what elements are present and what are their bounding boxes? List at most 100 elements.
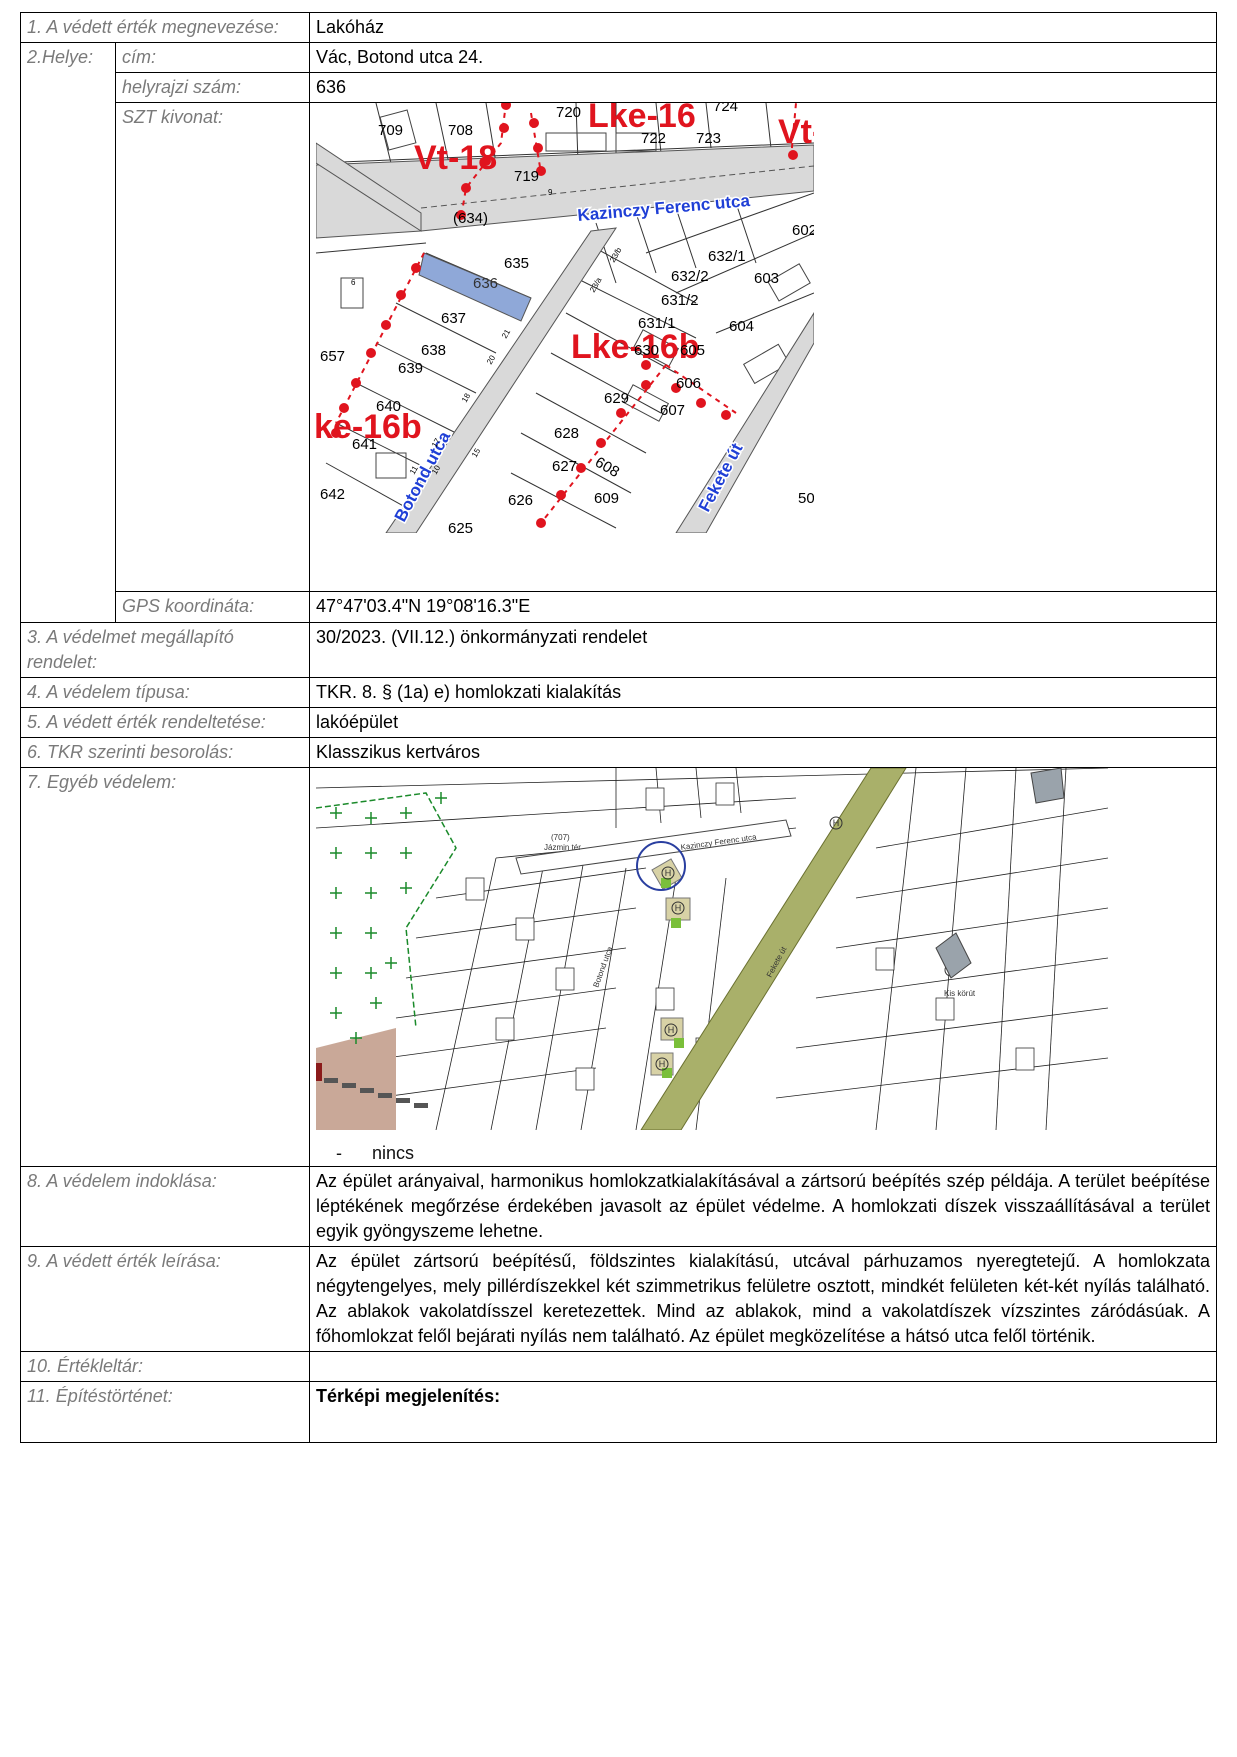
parcel-number: 606 [676,375,701,392]
szt-map-svg: Vt-18 Lke-16 Lke-16b Vt-1 ke-16b Kazincz… [314,97,842,537]
green-cross-mark [330,967,342,979]
map-label: (707) [551,833,570,842]
value-name: Lakóház [309,12,1217,43]
label-classification: 6. TKR szerinti besorolás: [20,737,310,768]
parcel-number: 625 [448,520,473,533]
szt-map-cell: Vt-18 Lke-16 Lke-16b Vt-1 ke-16b Kazincz… [309,97,1217,592]
green-cross-mark [365,887,377,899]
value-history: Térképi megjelenítés: [309,1381,1217,1443]
row-decree: 3. A védelmet megállapító rendelet: 30/2… [20,622,1217,678]
parcel-number: 609 [594,490,619,507]
green-cross-mark [365,967,377,979]
parcel-number: 635 [504,255,529,272]
parcel-number: 719 [514,168,539,185]
h-marker: H [833,818,840,828]
label-gps: GPS koordináta: [115,591,310,623]
parcel-number: 627 [552,458,577,475]
protection-map: H H H H H H H (707) [315,767,1216,1166]
label-parcel-number: helyrajzi szám: [115,72,310,103]
label-location: 2.Helye: [20,42,116,623]
row-purpose: 5. A védett érték rendeltetése: lakóépül… [20,707,1217,738]
parcel-number: 631/2 [661,292,699,309]
value-justification: Az épület arányaival, harmonikus homlokz… [309,1166,1217,1247]
house-number: 6 [351,278,356,287]
parcel-number: 602 [792,222,814,239]
parcel-number: 636 [473,275,498,292]
value-purpose: lakóépület [309,707,1217,738]
parcel-number: 50 [798,490,814,507]
zone-label: Vt-1 [778,113,814,151]
parcel-number: 631/1 [638,315,676,332]
green-cross-mark [370,997,382,1009]
row-other-protection: 7. Egyéb védelem: [20,767,1217,1167]
map-label: Jázmin tér [544,843,581,852]
value-classification: Klasszikus kertváros [309,737,1217,768]
value-description: Az épület zártsorú beépítésű, földszinte… [309,1246,1217,1352]
row-gps: GPS koordináta: 47°47'03.4"N 19°08'16.3"… [21,591,1217,623]
parcel-number: 657 [320,348,345,365]
zone-label: ke-16b [316,408,422,446]
label-other-protection: 7. Egyéb védelem: [20,767,310,1167]
parcel-number: 637 [441,310,466,327]
green-cross-mark [330,847,342,859]
green-cross-mark [400,847,412,859]
parcel-number: 724 [713,103,738,115]
datasheet-table: 1. A védett érték megnevezése: Lakóház 2… [20,12,1217,1443]
label-description: 9. A védett érték leírása: [20,1246,310,1352]
green-cross-mark [365,927,377,939]
row-inventory: 10. Értékleltár: [20,1351,1217,1382]
h-marker: H [659,1059,666,1069]
label-name: 1. A védett érték megnevezése: [20,12,310,43]
parcel-number: 639 [398,360,423,377]
value-inventory [309,1351,1217,1382]
value-protection-type: TKR. 8. § (1a) e) homlokzati kialakítás [309,677,1217,708]
zone-label: Lke-16b [571,328,700,366]
green-cross-mark [330,887,342,899]
h-marker: H [668,1025,675,1035]
parcel-number: 629 [604,390,629,407]
parcel-number: 626 [508,492,533,509]
parcel-number: 605 [680,342,705,359]
parcel-number: 603 [754,270,779,287]
parcel-number: 642 [320,486,345,503]
parcel-number: 641 [352,436,377,453]
green-cross-mark [365,812,377,824]
other-protection-text: nincs [372,1143,415,1163]
row-description: 9. A védett érték leírása: Az épület zár… [20,1246,1217,1352]
parcel-number: 628 [554,425,579,442]
green-cross-mark [435,792,447,804]
green-cross-mark [350,1032,362,1044]
zone-label: Lke-16 [588,103,696,135]
parcel-number: 630 [634,342,659,359]
other-protection-cell: H H H H H H H (707) [309,767,1217,1167]
green-cross-mark [330,927,342,939]
history-heading: Térképi megjelenítés: [316,1386,501,1406]
parcel-number: 607 [660,402,685,419]
parcel-number: 632/2 [671,268,709,285]
green-cross-mark [400,807,412,819]
zone-label: Vt-18 [414,139,497,177]
label-szt-extract: SZT kivonat: [115,102,310,592]
row-address: 2.Helye: cím: Vác, Botond utca 24. [20,42,1217,623]
row-parcel-number: helyrajzi szám: 636 [21,72,1217,103]
label-inventory: 10. Értékleltár: [20,1351,310,1382]
green-cross-mark [330,1007,342,1019]
label-protection-type: 4. A védelem típusa: [20,677,310,708]
label-history: 11. Építéstörténet: [20,1381,310,1443]
row-justification: 8. A védelem indoklása: Az épület aránya… [20,1166,1217,1247]
green-cross-mark [385,957,397,969]
parcel-number: 709 [378,122,403,139]
label-decree: 3. A védelmet megállapító rendelet: [20,622,310,678]
green-cross-mark [365,847,377,859]
label-address: cím: [115,42,310,73]
value-address: Vác, Botond utca 24. [309,42,1217,73]
parcel-number: 640 [376,398,401,415]
parcel-number: 632/1 [708,248,746,265]
row-name: 1. A védett érték megnevezése: Lakóház [20,12,1217,43]
parcel-number: 722 [641,130,666,147]
map-label: Kis körút [944,989,976,998]
h-marker: H [665,868,672,878]
green-cross-mark [330,807,342,819]
other-protection-value: -nincs [336,1141,1216,1166]
house-number: 9 [548,188,553,197]
